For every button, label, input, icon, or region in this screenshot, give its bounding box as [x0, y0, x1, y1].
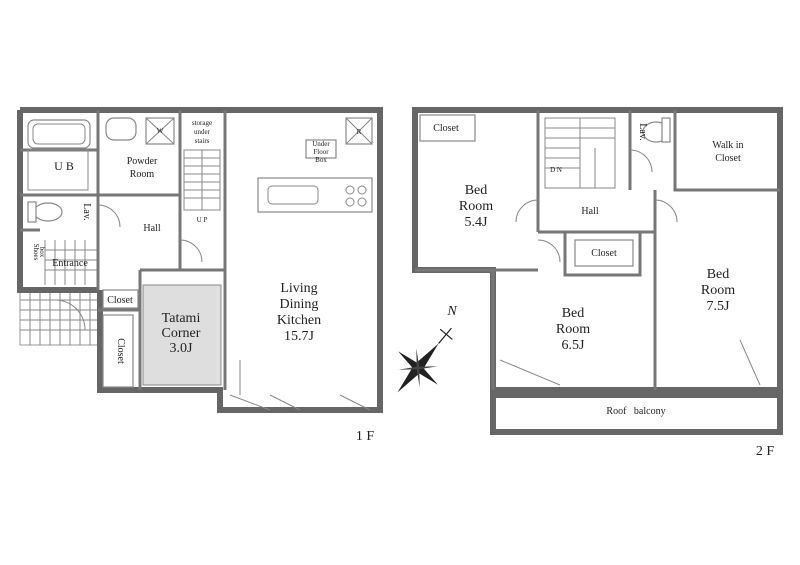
shoes-box-label: Shoes	[32, 244, 40, 261]
1f-door-arcs	[54, 204, 241, 395]
under-floor-box	[305, 139, 337, 159]
balcony-outline	[490, 392, 783, 435]
2f-hall-label: Hall	[581, 206, 598, 217]
toilet	[33, 202, 63, 222]
storage-label-2: under	[194, 128, 211, 136]
2f-lav-label: Lav.	[637, 123, 648, 140]
bed-room-2-label-2: Room	[556, 322, 590, 337]
roof-balcony-label: Roof balcony	[606, 406, 665, 417]
closet-2f-a-label: Closet	[433, 123, 459, 134]
vertical-closet-label: Closet	[115, 338, 126, 364]
ldk-label-3: Kitchen	[277, 313, 321, 328]
entrance-label: Entrance	[52, 258, 88, 269]
storage-label-1: storage	[192, 119, 212, 127]
bed-room-2-label-3: 6.5J	[562, 338, 586, 353]
bed-room-1-label-3: 5.4J	[465, 215, 489, 230]
tatami-label-3: 3.0J	[170, 341, 194, 356]
shoes-box-label-2: box	[38, 247, 46, 258]
compass-icon	[397, 327, 453, 393]
floor-label-2f: 2 F	[756, 444, 775, 459]
closet-2f-a	[419, 114, 476, 142]
under-floor-box-label-2: Floor	[313, 148, 329, 156]
ldk-label-1: Living	[280, 281, 317, 296]
1f-lav-label: Lav.	[81, 203, 92, 220]
closet-2f-b-label: Closet	[591, 248, 617, 259]
walk-in-closet-label-2: Closet	[715, 153, 741, 164]
small-closet-label: Closet	[107, 295, 133, 306]
bed-room-3-label-3: 7.5J	[707, 299, 731, 314]
ldk-label-4: 15.7J	[284, 329, 315, 344]
bed-room-3-label-2: Room	[701, 283, 735, 298]
bed-room-3-label-1: Bed	[707, 267, 730, 282]
dn-label: D N	[550, 166, 562, 174]
bed-room-2-label-1: Bed	[562, 306, 585, 321]
floor-2f	[412, 107, 783, 435]
tatami-label-2: Corner	[162, 326, 201, 341]
floor-label-1f: 1 F	[356, 429, 375, 444]
storage-label-3: stairs	[195, 137, 210, 145]
1f-outer-wall	[17, 107, 383, 413]
bed-room-1-label-1: Bed	[465, 183, 488, 198]
under-floor-box-label-3: Box	[315, 156, 327, 164]
tatami-mat	[142, 284, 222, 386]
w-label: W	[157, 127, 164, 135]
sink	[105, 117, 137, 141]
powder-room-label-1: Powder	[127, 156, 158, 167]
bathtub	[27, 119, 91, 149]
vertical-closet	[102, 314, 134, 388]
tatami-label-1: Tatami	[162, 311, 201, 326]
r-label: R	[357, 128, 362, 136]
1f-hall-label: Hall	[143, 223, 160, 234]
bed-room-1-label-2: Room	[459, 199, 493, 214]
north-label: N	[446, 304, 457, 319]
small-closet	[102, 289, 139, 309]
stairs-1f	[183, 149, 221, 211]
ldk-label-2: Dining	[280, 297, 319, 312]
closet-2f-b	[574, 239, 634, 267]
powder-room-label-2: Room	[130, 169, 155, 180]
ub-label: U B	[54, 159, 74, 173]
walk-in-closet-label-1: Walk in	[712, 140, 743, 151]
floor-1f	[17, 107, 383, 413]
stairs-2f	[544, 117, 616, 189]
2f-door-arcs	[515, 149, 678, 263]
under-floor-box-label-1: Under	[312, 140, 330, 148]
kitchen-counter	[257, 177, 373, 213]
up-label: U P	[197, 216, 208, 224]
